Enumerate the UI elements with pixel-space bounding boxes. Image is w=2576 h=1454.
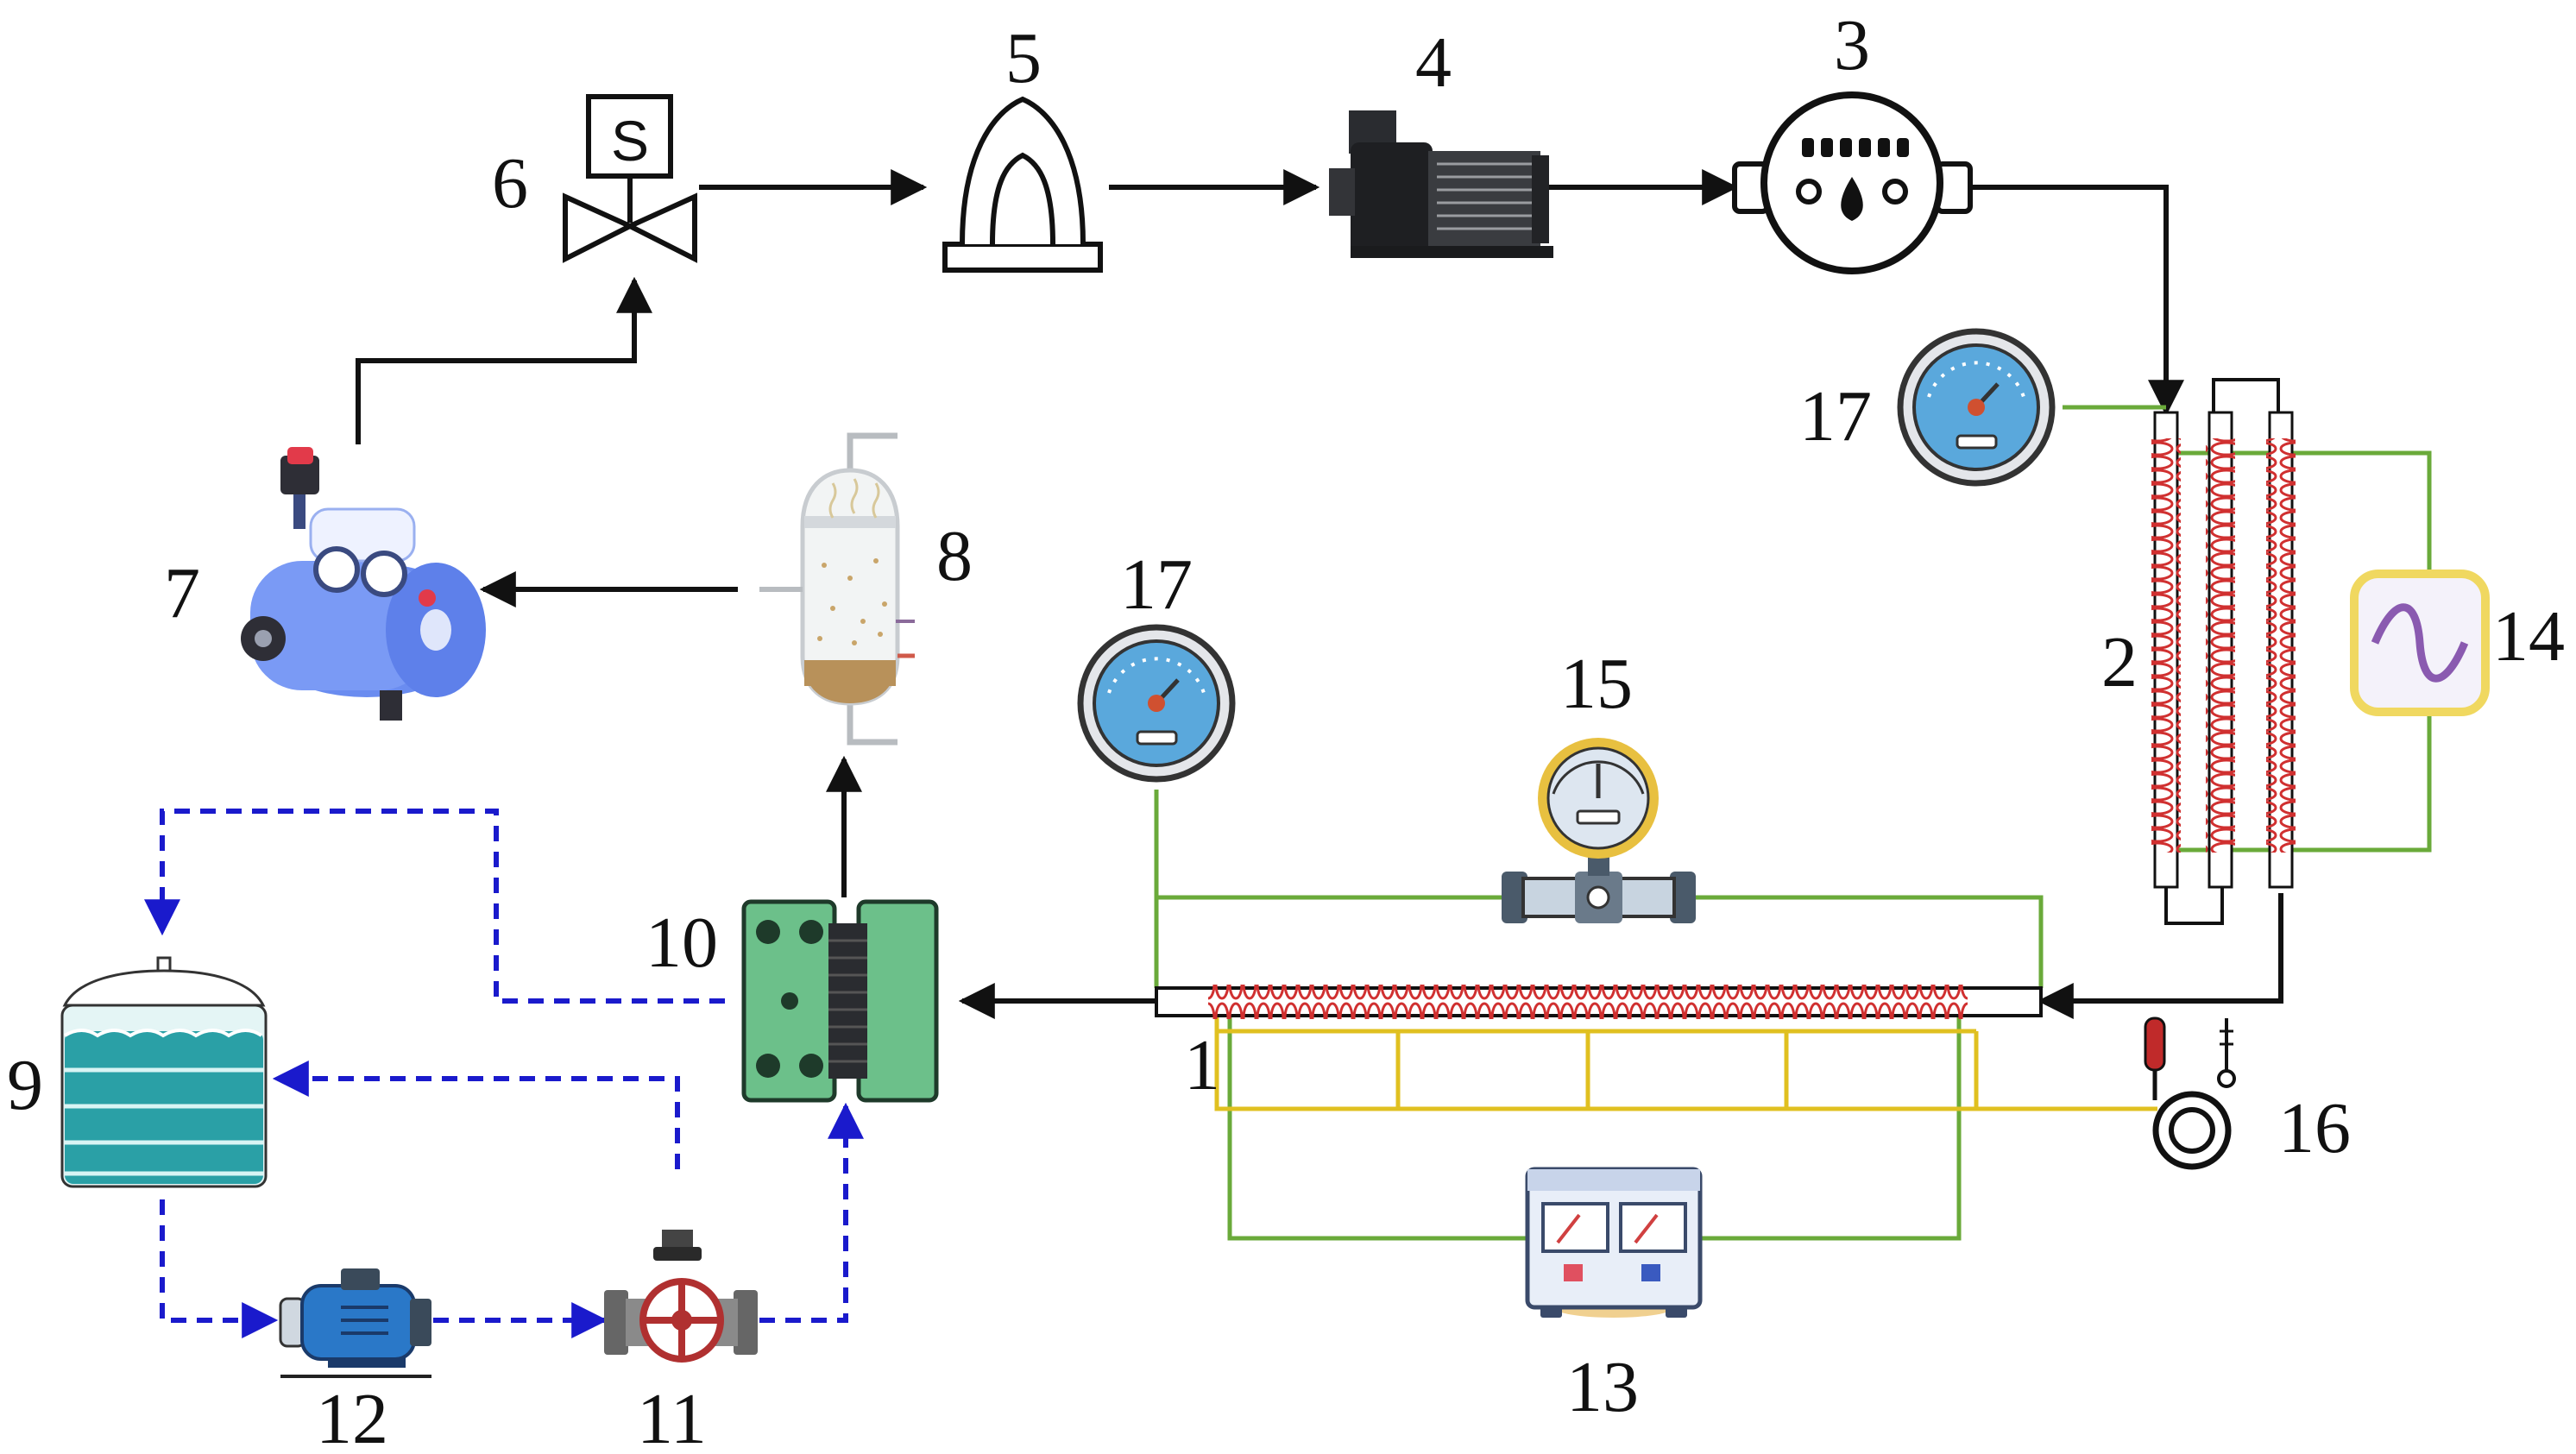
- flow-line-compressor-to-valve: [356, 276, 652, 444]
- label-compressor: 7: [164, 553, 200, 633]
- label-diff-pressure-gauge: 15: [1560, 644, 1633, 724]
- water-tank-icon: [60, 956, 268, 1188]
- diff-pressure-gauge-icon: [1502, 738, 1696, 923]
- label-flow-meter: 3: [1834, 5, 1870, 85]
- label-solenoid-valve: 6: [492, 143, 528, 223]
- label-separator: 8: [936, 516, 973, 596]
- separator-vessel-icon: [759, 432, 915, 746]
- water-line-tank-to-pump: [160, 1199, 279, 1338]
- compressor-icon: [241, 447, 486, 721]
- label-test-section: 1: [1184, 1025, 1220, 1105]
- solenoid-valve-icon: S: [563, 94, 697, 263]
- pressure-gauge-icon: [1897, 328, 2056, 487]
- label-preheater: 2: [2101, 622, 2138, 702]
- water-line-valve-to-exchanger: [759, 1102, 864, 1323]
- wire-ac-to-preheater-bottom: [2166, 712, 2432, 853]
- heated-tube-icon: [1155, 985, 2043, 1019]
- main-flow-lines: [356, 169, 2283, 1019]
- wire-preheater-to-ac-top: [2166, 450, 2432, 574]
- label-pump: 4: [1415, 22, 1452, 103]
- label-water-valve: 11: [637, 1379, 707, 1454]
- water-line-exchanger-to-tank: [144, 809, 725, 1004]
- cooling-water-loop: [144, 809, 864, 1338]
- flow-line-preheater-to-test-section: [2037, 893, 2283, 1019]
- component-labels: 1 2 3 4 5 6 7 8 9 10 11 12 13 14 15 16 1…: [7, 5, 2565, 1454]
- label-filter: 5: [1005, 18, 1042, 98]
- power-supply-icon: [1525, 1167, 1703, 1318]
- label-power-supply: 13: [1566, 1347, 1639, 1427]
- flow-meter-icon: [1732, 91, 1973, 274]
- plate-heat-exchanger-icon: [741, 899, 939, 1103]
- power-wires: [1154, 405, 2432, 1241]
- label-thermocouple: 16: [2278, 1088, 2351, 1168]
- water-line-return-to-tank: [272, 1061, 680, 1169]
- pump-icon: [1329, 110, 1553, 258]
- thermocouple-icon: [2144, 1017, 2236, 1170]
- label-water-pump: 12: [316, 1379, 388, 1454]
- flow-line-meter-to-preheater: [1968, 185, 2184, 417]
- wire-dp-gauge-to-end: [1691, 895, 2044, 988]
- preheater-tubes-icon: [2151, 378, 2296, 925]
- label-heat-exchanger: 10: [646, 903, 718, 983]
- label-water-tank: 9: [7, 1045, 43, 1125]
- ac-source-icon: [2350, 570, 2490, 716]
- wire-power-right: [1700, 1014, 1962, 1241]
- label-pressure-gauge-upper: 17: [1799, 376, 1872, 456]
- gate-valve-icon: [604, 1230, 758, 1363]
- solenoid-letter: S: [611, 109, 649, 173]
- tc-bus: [1214, 1014, 2157, 1111]
- wire-power-left: [1227, 1014, 1527, 1241]
- label-ac-source: 14: [2492, 596, 2565, 677]
- water-pump-icon: [279, 1268, 431, 1378]
- label-pressure-gauge-lower: 17: [1120, 544, 1193, 625]
- filter-icon: [942, 96, 1103, 273]
- thermocouple-wires: [1214, 1014, 2157, 1111]
- pressure-gauge-icon: [1077, 624, 1236, 783]
